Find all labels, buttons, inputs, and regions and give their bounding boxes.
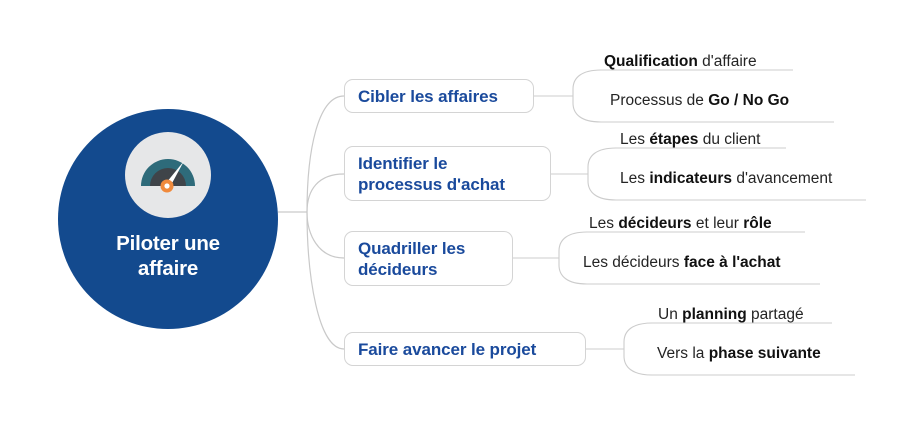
center-node[interactable]: Piloter une affaire	[58, 109, 278, 329]
leaf-bold-1a: Qualification	[604, 53, 698, 70]
gauge-icon	[125, 132, 211, 218]
branch-box-cibler[interactable]: Cibler les affaires	[344, 79, 534, 113]
leaf-before-3b: Les décideurs	[583, 254, 684, 271]
leaf-planning-partage[interactable]: Un planning partagé	[658, 306, 804, 324]
branch-connector-4	[306, 211, 345, 350]
center-label-line1: Piloter une	[116, 232, 220, 255]
leaf-before-4a: Un	[658, 306, 683, 323]
leaf-before-2a: Les	[620, 131, 650, 148]
leaf-bold-2a: étapes	[649, 131, 699, 148]
leaf-bold-3a2: rôle	[743, 215, 772, 232]
leaf-before-2b: Les	[620, 170, 650, 187]
branch-label-quadriller-line2: décideurs	[358, 259, 438, 279]
leaf-after-4a: partagé	[746, 306, 804, 323]
leaf-before-4b: Vers la	[657, 345, 709, 362]
leaf-bold-4b: phase suivante	[708, 345, 821, 362]
leaf-processus-go-no-go[interactable]: Processus de Go / No Go	[610, 92, 789, 110]
leaf-after-3a: et leur	[691, 215, 744, 232]
branch-label-faire-avancer: Faire avancer le projet	[358, 339, 537, 359]
leaf-phase-suivante[interactable]: Vers la phase suivante	[657, 345, 821, 363]
branch-connector-1	[306, 95, 345, 213]
branch-connector-2	[306, 173, 345, 213]
leaf-bracket-3	[558, 231, 820, 285]
branch-label-identifier-line2: processus d'achat	[358, 174, 505, 194]
leaf-before-3a: Les	[589, 215, 619, 232]
leaf-bold-1b: Go / No Go	[708, 92, 790, 109]
leaf-bold-3a: décideurs	[618, 215, 692, 232]
center-label: Piloter une affaire	[68, 231, 268, 281]
gauge-icon-svg	[141, 159, 195, 193]
branch-box-quadriller[interactable]: Quadriller les décideurs	[344, 231, 513, 286]
branch-connector-3	[306, 211, 345, 259]
leaf-after-2b: d'avancement	[732, 170, 833, 187]
leaf-decideurs-role[interactable]: Les décideurs et leur rôle	[589, 215, 772, 233]
leaf-indicateurs-avancement[interactable]: Les indicateurs d'avancement	[620, 170, 832, 188]
branch-box-identifier[interactable]: Identifier le processus d'achat	[344, 146, 551, 201]
center-label-line2: affaire	[137, 257, 199, 280]
leaf-bracket-4	[623, 322, 855, 376]
branch-label-cibler: Cibler les affaires	[358, 86, 498, 106]
leaf-etapes-client[interactable]: Les étapes du client	[620, 131, 760, 149]
leaf-bold-4a: planning	[682, 306, 747, 323]
branch-label-quadriller-line1: Quadriller les	[358, 238, 466, 258]
branch-label-identifier-line1: Identifier le	[358, 153, 448, 173]
leaf-after-2a: du client	[698, 131, 761, 148]
leaf-qualification-affaire[interactable]: Qualification d'affaire	[604, 53, 757, 71]
leaf-bold-3b: face à l'achat	[683, 254, 781, 271]
leaf-after-1a: d'affaire	[697, 53, 757, 70]
leaf-before-1b: Processus de	[610, 92, 709, 109]
branch-box-faire-avancer[interactable]: Faire avancer le projet	[344, 332, 586, 366]
leaf-decideurs-face-achat[interactable]: Les décideurs face à l'achat	[583, 254, 781, 272]
leaf-bracket-1	[572, 69, 834, 123]
leaf-bold-2b: indicateurs	[649, 170, 733, 187]
leaf-bracket-2	[587, 147, 866, 201]
